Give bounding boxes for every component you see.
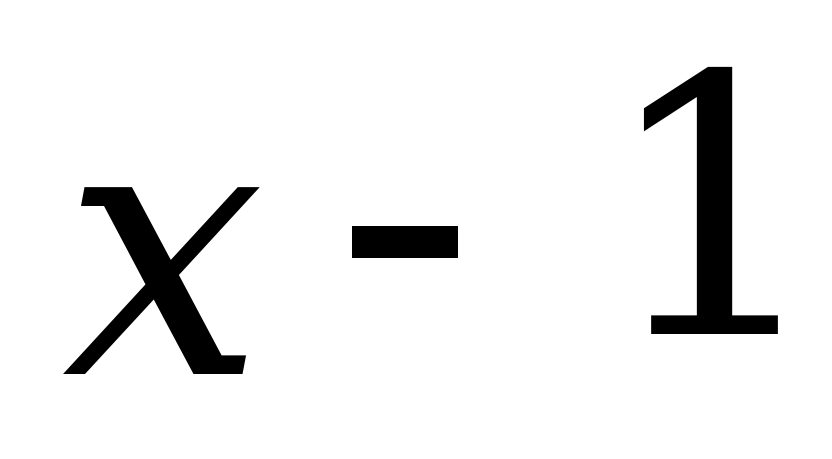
constant-one: 1 (600, 0, 830, 419)
variable-x: x (62, 40, 266, 459)
math-expression: x 1 (62, 0, 830, 459)
minus-sign (352, 226, 458, 258)
